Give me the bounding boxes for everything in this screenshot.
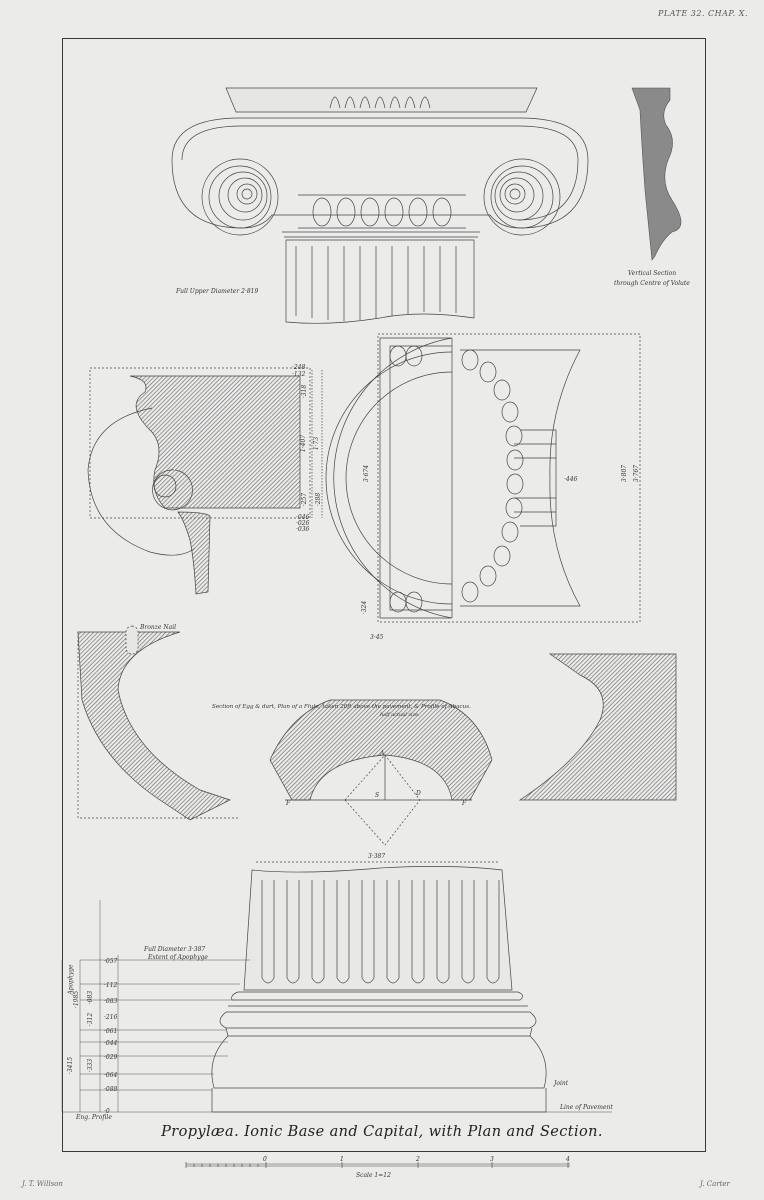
plan-letter-f-left: F: [286, 800, 291, 807]
base-dim-3: ·216: [104, 1014, 118, 1021]
ionic-base: [211, 861, 547, 1113]
capital-flutes: [295, 246, 457, 321]
plan-letter-a: A: [380, 750, 385, 757]
scale-tick-4: 4: [566, 1156, 570, 1163]
capital-elevation: [171, 87, 589, 324]
left-volute: [201, 158, 279, 236]
capital-dim-2: ·318: [301, 384, 309, 399]
base-dim-6: ·029: [104, 1054, 118, 1061]
dim-324: ·324: [361, 600, 369, 615]
capital-dim-7: ·046: [296, 514, 310, 521]
eng-profile-label: Eng. Profile: [76, 1114, 112, 1121]
scale-tick-2: 2: [416, 1156, 420, 1163]
dim-3674: 3·674: [363, 464, 371, 483]
flute-plan: [269, 699, 493, 846]
capital-dim-9: ·036: [296, 526, 310, 533]
egg-dart-section: [77, 625, 240, 821]
capital-plan: [325, 333, 641, 623]
capital-dim-4: 1·73: [313, 436, 321, 451]
base-outer-dim-4: ·3415: [67, 1056, 75, 1075]
scale-label: Scale 1=12: [356, 1172, 391, 1179]
full-diameter-label: Full Diameter 3·387: [144, 946, 206, 953]
base-dim-1: ·112: [104, 982, 118, 989]
upper-diameter-label: Full Upper Diameter 2·819: [176, 288, 259, 295]
plate-title: Propylæa. Ionic Base and Capital, with P…: [161, 1124, 603, 1140]
scale-tick-1: 1: [340, 1156, 344, 1163]
vertical-section-profile: [631, 87, 682, 261]
right-volute: [483, 158, 561, 236]
base-outer-dim-3: ·083: [87, 990, 95, 1005]
base-dim-0: ·057: [104, 958, 118, 965]
capital-dim-6: ·288: [315, 492, 323, 507]
abacus-egg-row: [329, 96, 431, 109]
bronze-nail-label: Bronze Nail: [140, 624, 177, 631]
echinus-eggs: [298, 194, 466, 229]
dim-3807: 3·807: [621, 464, 629, 483]
volute-section: [87, 367, 323, 595]
plate-reference: PLATE 32. CHAP. X.: [658, 9, 748, 18]
capital-dim-1: ·132: [292, 371, 306, 378]
dim-446: ·446: [564, 476, 578, 483]
capital-dim-3: 1·407: [300, 434, 308, 453]
plan-letter-d: D: [416, 790, 421, 797]
capital-dim-5: ·257: [301, 492, 309, 507]
base-flutes: [261, 880, 500, 984]
dim-345: 3·45: [370, 634, 384, 641]
base-outer-dim-5: ·333: [87, 1058, 95, 1073]
credit-left: J. T. Willson: [22, 1180, 63, 1188]
plate-frame: [62, 38, 706, 1152]
egg-dart-caption: Section of Egg & dart, Plan of a Flute, …: [212, 704, 471, 710]
egg-dart-subcaption: half actual size.: [380, 712, 420, 718]
plan-eggs: [389, 345, 524, 613]
base-outer-dim-1: ·1985: [73, 990, 81, 1009]
plan-letter-s: S: [375, 792, 380, 799]
base-dim-2: ·083: [104, 998, 118, 1005]
dim-3767: 3·767: [633, 464, 641, 483]
plan-letter-f-right: F: [462, 800, 467, 807]
line-of-pavement-label: Line of Pavement: [560, 1104, 613, 1111]
scale-tick-0: 0: [263, 1156, 267, 1163]
base-dim-9: ·0: [104, 1108, 110, 1115]
dim-3387: 3·387: [368, 853, 386, 860]
base-outer-dim-2: ·312: [87, 1012, 95, 1027]
apophyge-label: Extent of Apophyge: [148, 954, 208, 961]
vertical-section-label-2: through Centre of Volute: [614, 280, 690, 287]
capital-dim-0: ·248: [292, 364, 306, 371]
base-dim-7: ·064: [104, 1072, 118, 1079]
scale-bar: [185, 1162, 570, 1168]
joint-label: Joint: [554, 1080, 569, 1087]
scale-tick-3: 3: [490, 1156, 494, 1163]
base-dimension-ladder: [61, 900, 612, 1113]
credit-right: J. Carter: [700, 1180, 730, 1188]
base-dim-8: ·088: [104, 1086, 118, 1093]
abacus-profile: [518, 653, 677, 801]
base-dim-5: ·044: [104, 1040, 118, 1047]
base-dim-4: ·061: [104, 1028, 118, 1035]
capital-dim-8: ·026: [296, 520, 310, 527]
vertical-section-label-1: Vertical Section: [628, 270, 677, 277]
